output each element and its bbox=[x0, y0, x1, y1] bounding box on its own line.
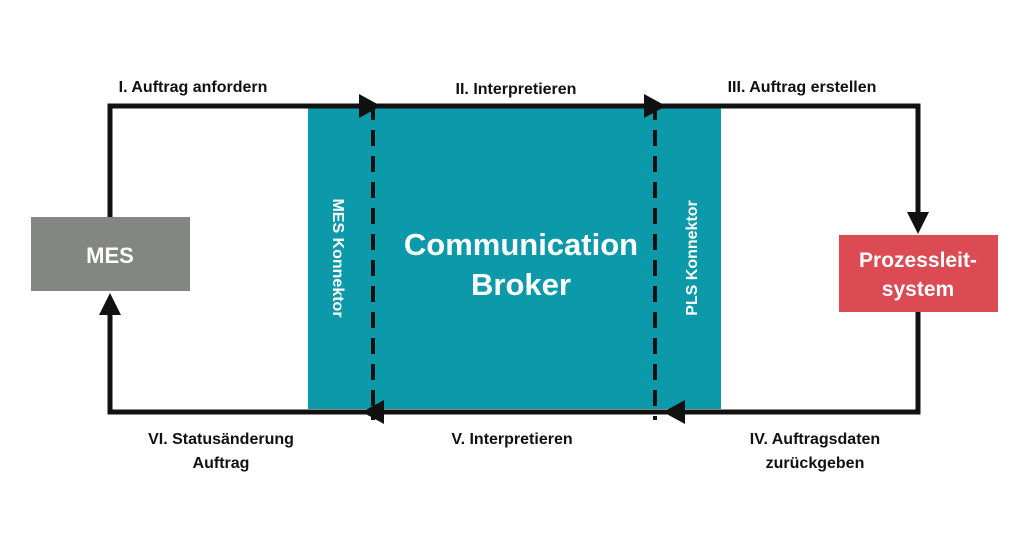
arrow-left-1-icon bbox=[663, 400, 685, 424]
prozessleitsystem-label-line1: Prozessleit- bbox=[859, 249, 977, 272]
prozessleitsystem-label-line2: system bbox=[882, 278, 954, 301]
broker-label-line2: Broker bbox=[471, 267, 571, 302]
arrow-down-icon bbox=[907, 212, 929, 234]
mes-label: MES bbox=[86, 243, 134, 268]
step-6-label-line1: VI. Statusänderung bbox=[148, 431, 294, 448]
step-6-label-line2: Auftrag bbox=[193, 455, 250, 472]
prozessleitsystem-box bbox=[839, 235, 998, 312]
arrow-up-icon bbox=[99, 293, 121, 315]
arrow-right-2-icon bbox=[644, 94, 666, 118]
mes-box bbox=[31, 217, 190, 291]
broker-label-line1: Communication bbox=[404, 227, 638, 262]
step-3-label: III. Auftrag erstellen bbox=[728, 79, 877, 96]
top-flow-line bbox=[107, 103, 921, 217]
step-1-label: I. Auftrag anfordern bbox=[119, 79, 268, 96]
arrow-left-2-icon bbox=[362, 400, 384, 424]
step-4-label-line2: zurückgeben bbox=[766, 455, 865, 472]
step-4-label-line1: IV. Auftragsdaten bbox=[750, 431, 880, 448]
pls-connector-label: PLS Konnektor bbox=[684, 200, 701, 316]
step-2-label: II. Interpretieren bbox=[456, 81, 577, 98]
mes-connector-label: MES Konnektor bbox=[329, 198, 346, 317]
communication-broker-block bbox=[308, 108, 721, 409]
bottom-flow-line bbox=[107, 306, 921, 415]
arrow-right-1-icon bbox=[359, 94, 381, 118]
step-5-label: V. Interpretieren bbox=[451, 431, 572, 448]
